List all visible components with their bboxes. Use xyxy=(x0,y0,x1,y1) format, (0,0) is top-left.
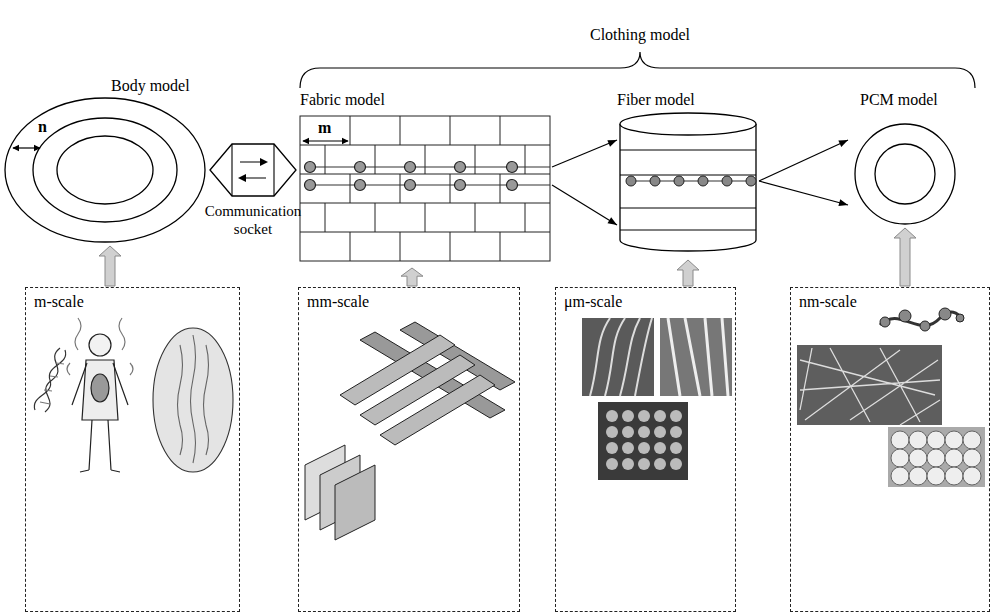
scale-up-arrow xyxy=(894,228,916,286)
group-heading: Clothing model xyxy=(590,26,690,44)
scale-label: nm-scale xyxy=(799,292,857,311)
nanoparticle-micrograph xyxy=(888,427,985,487)
connector-arrow xyxy=(552,185,617,225)
node-outline xyxy=(848,90,970,226)
layered-sheets-sketch xyxy=(305,445,375,540)
dimension-label: n xyxy=(38,118,47,136)
node-outline xyxy=(3,76,209,244)
connector-arrow xyxy=(759,181,848,206)
scale-label: μm-scale xyxy=(564,292,622,311)
fabric-model: Fabric model xyxy=(298,90,552,266)
scale-panel: μm-scale xyxy=(555,287,736,612)
woven-fabric-sketch xyxy=(340,322,515,445)
fabric-node-chain xyxy=(305,162,551,191)
clothing-brace xyxy=(300,52,975,88)
skin-tissue-sketch xyxy=(153,328,233,472)
node-label: Communication socket xyxy=(198,202,308,238)
scale-label: mm-scale xyxy=(307,292,369,311)
connector-arrow xyxy=(552,140,617,167)
pcm-circle: PCM model xyxy=(848,90,970,226)
radius-arrow xyxy=(13,147,40,148)
body-model-circle: Body model xyxy=(3,76,209,244)
scale-label: m-scale xyxy=(34,292,84,311)
node-label: Fiber model xyxy=(617,90,695,109)
scale-up-arrow xyxy=(99,246,121,286)
node-outline xyxy=(617,90,759,258)
dna-helix xyxy=(34,348,65,412)
node-label: Fabric model xyxy=(300,90,385,109)
connector-arrow xyxy=(759,140,848,181)
fiber-micrographs xyxy=(582,318,732,480)
nanofiber-micrograph xyxy=(797,345,942,425)
scale-panel: mm-scale xyxy=(298,287,520,612)
human-body-sketch xyxy=(67,318,133,472)
node-label: Body model xyxy=(111,76,190,95)
scale-up-arrow xyxy=(401,268,423,286)
scale-panel: nm-scale xyxy=(790,287,990,612)
fiber-cylinder: Fiber model xyxy=(617,90,759,258)
cell-width-arrow xyxy=(303,140,348,141)
scale-up-arrow xyxy=(677,260,699,286)
scale-panel: m-scale xyxy=(25,287,240,612)
molecule-chain xyxy=(880,308,964,331)
communication-socket: Communication socket xyxy=(198,140,311,240)
node-label: PCM model xyxy=(860,90,938,109)
dimension-label: m xyxy=(318,119,331,137)
fabric-grid xyxy=(300,116,550,261)
